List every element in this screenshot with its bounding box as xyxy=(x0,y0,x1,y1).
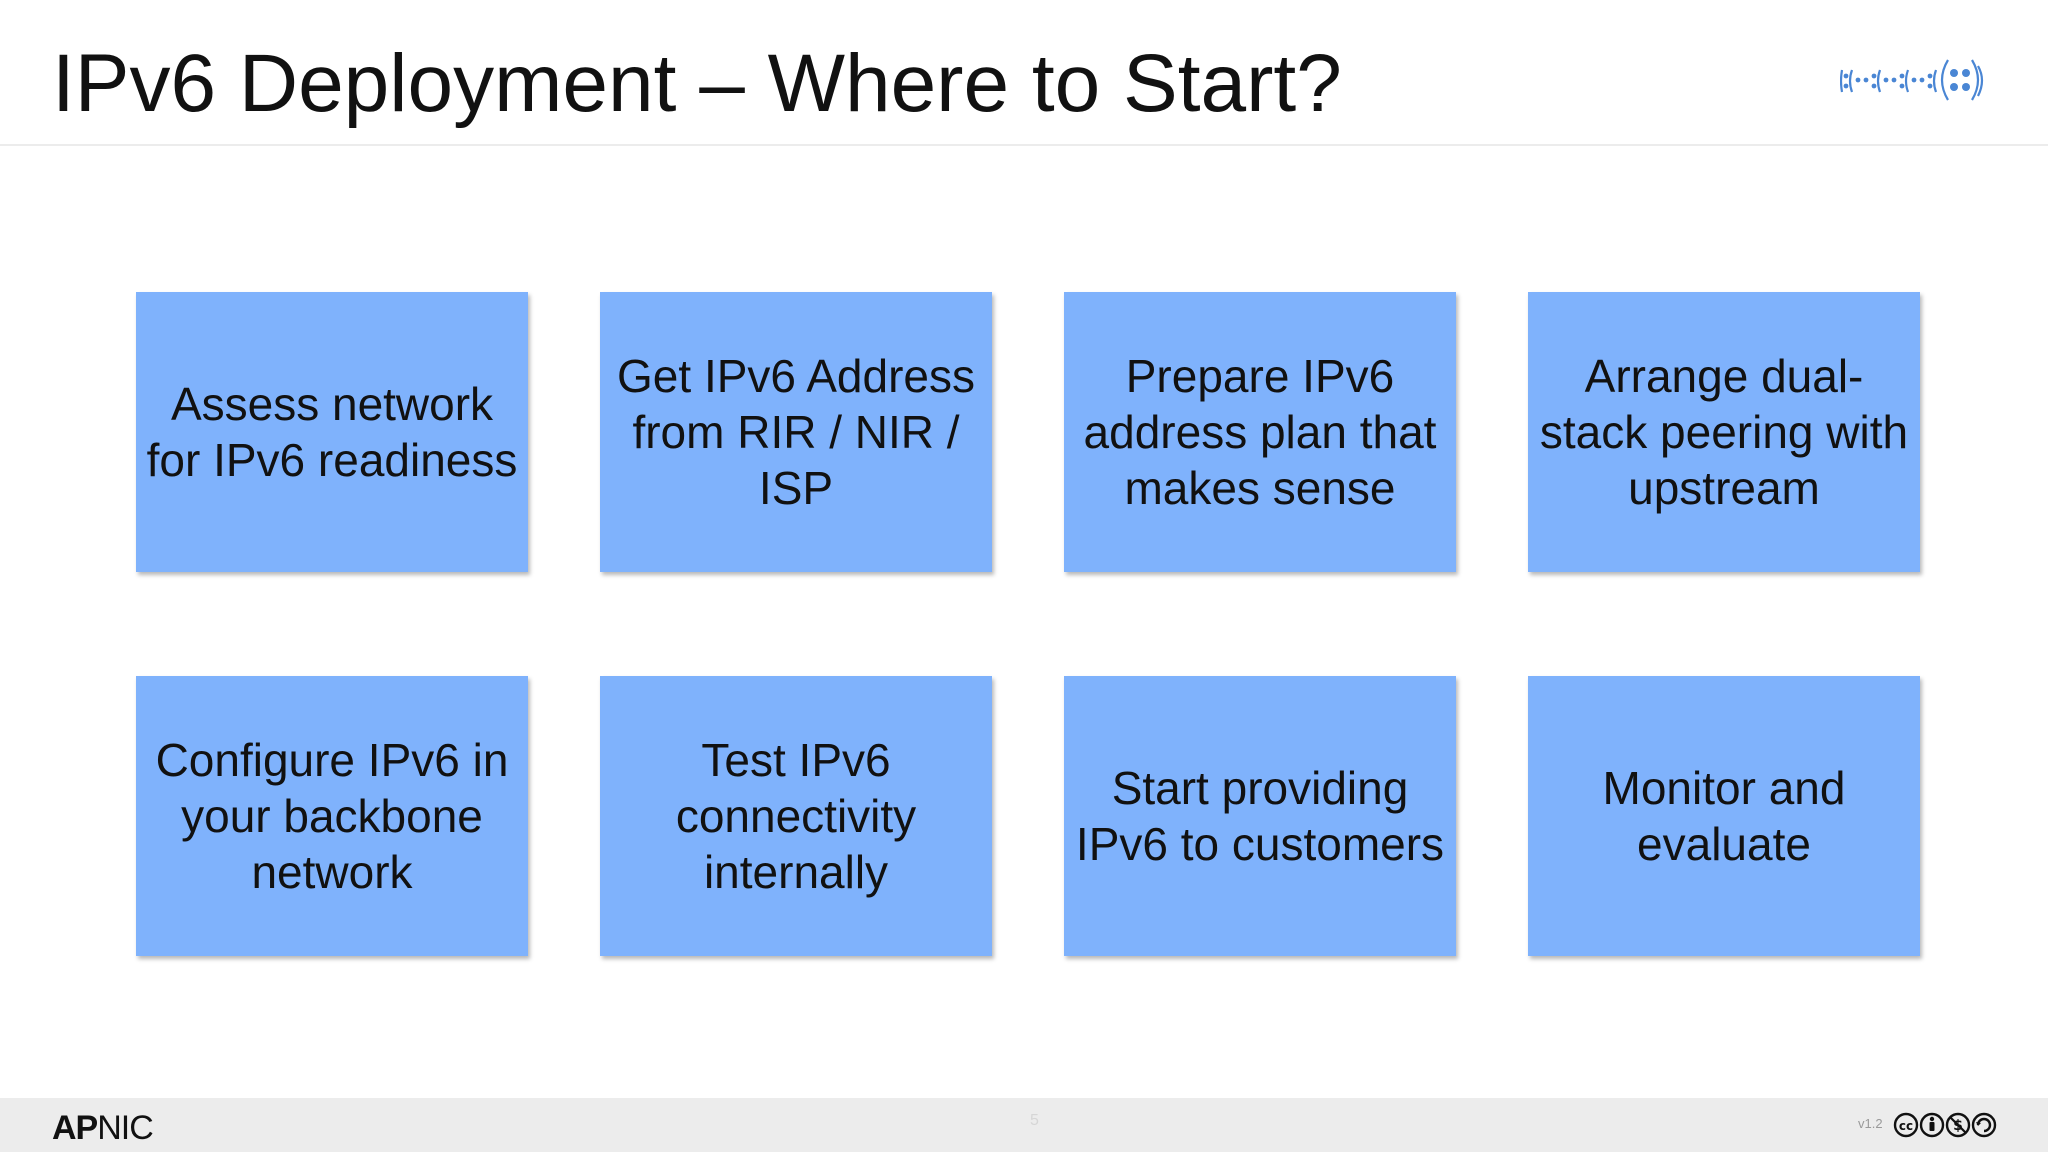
step-label: Configure IPv6 in your backbone network xyxy=(155,734,509,898)
step-card-monitor: Monitor and evaluate xyxy=(1528,676,1920,956)
slide-title: IPv6 Deployment – Where to Start? xyxy=(52,38,1342,129)
page-number: 5 xyxy=(1030,1112,1039,1129)
ipv6-logo-icon xyxy=(1840,59,1984,101)
apnic-logo-bold: AP xyxy=(52,1109,98,1147)
step-label: Assess network for IPv6 readiness xyxy=(146,378,518,486)
step-label: Monitor and evaluate xyxy=(1602,762,1846,870)
step-card-provide-customers: Start providing IPv6 to customers xyxy=(1064,676,1456,956)
step-label: Start providing IPv6 to customers xyxy=(1075,762,1445,870)
step-card-assess: Assess network for IPv6 readiness xyxy=(136,292,528,572)
cc-license-icon: cc $ xyxy=(1893,1112,1997,1138)
step-label: Get IPv6 Address from RIR / NIR / ISP xyxy=(617,350,975,514)
step-card-test-connectivity: Test IPv6 connectivity internally xyxy=(600,676,992,956)
slide-header: IPv6 Deployment – Where to Start? xyxy=(0,0,2048,146)
apnic-logo-rest: NIC xyxy=(97,1109,154,1147)
step-card-get-address: Get IPv6 Address from RIR / NIR / ISP xyxy=(600,292,992,572)
step-card-address-plan: Prepare IPv6 address plan that makes sen… xyxy=(1064,292,1456,572)
step-label: Test IPv6 connectivity internally xyxy=(675,734,917,898)
step-card-configure-backbone: Configure IPv6 in your backbone network xyxy=(136,676,528,956)
version-label: v1.2 xyxy=(1858,1116,1883,1131)
apnic-logo: APNIC xyxy=(52,1108,154,1148)
slide-footer: APNIC 5 v1.2 cc $ xyxy=(0,1098,2048,1152)
step-card-peering: Arrange dual-stack peering with upstream xyxy=(1528,292,1920,572)
step-label: Arrange dual-stack peering with upstream xyxy=(1539,350,1909,514)
step-label: Prepare IPv6 address plan that makes sen… xyxy=(1083,350,1437,514)
svg-text:cc: cc xyxy=(1899,1119,1913,1133)
